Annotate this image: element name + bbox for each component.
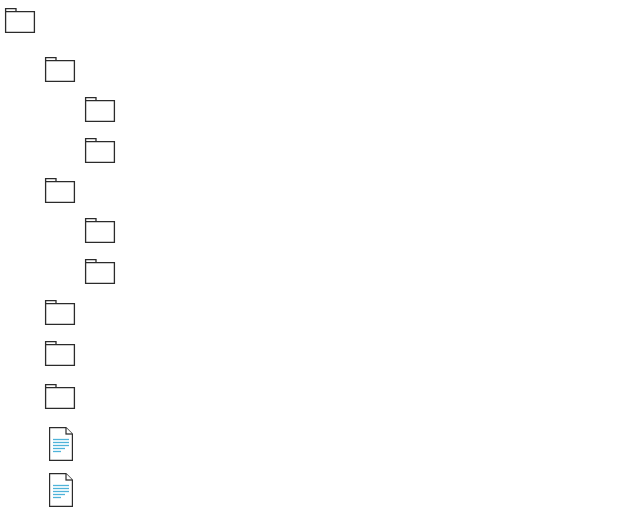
folder-icon[interactable] [84,96,116,123]
folder-icon[interactable] [84,258,116,285]
folder-icon[interactable] [84,137,116,164]
folder-icon[interactable] [84,217,116,244]
text-file-icon[interactable] [49,427,73,461]
text-file-icon[interactable] [49,473,73,507]
folder-icon[interactable] [44,299,76,326]
folder-icon[interactable] [44,56,76,83]
folder-icon[interactable] [4,7,36,34]
folder-icon[interactable] [44,340,76,367]
folder-icon[interactable] [44,177,76,204]
folder-icon[interactable] [44,383,76,410]
